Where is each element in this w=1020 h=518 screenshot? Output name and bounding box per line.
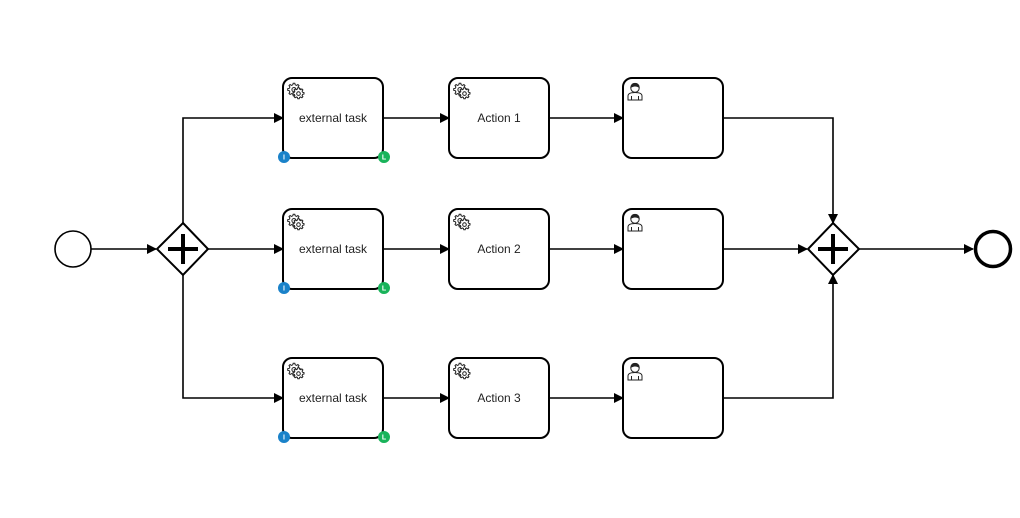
service-task-2[interactable]: external task I L — [278, 208, 390, 294]
action-task-3[interactable]: Action 3 — [448, 357, 550, 439]
user-task-1[interactable] — [622, 77, 724, 159]
user-task-2[interactable] — [622, 208, 724, 290]
info-marker-icon[interactable] — [278, 431, 290, 443]
action-task-2[interactable]: Action 2 — [448, 208, 550, 290]
task-label: Action 2 — [477, 242, 521, 256]
action-task-1[interactable]: Action 1 — [448, 77, 550, 159]
flow-lane1-to-join[interactable] — [723, 117, 838, 224]
link-marker-icon[interactable] — [378, 282, 390, 294]
task-label: Action 3 — [477, 391, 521, 405]
plus-icon — [168, 234, 198, 264]
info-marker-letter: I — [283, 435, 285, 442]
split-gateway[interactable] — [155, 221, 210, 277]
link-marker-icon[interactable] — [378, 431, 390, 443]
task-label: external task — [299, 111, 368, 125]
task-label: external task — [299, 242, 368, 256]
link-marker-letter: L — [382, 286, 387, 293]
link-marker-icon[interactable] — [378, 151, 390, 163]
info-marker-letter: I — [283, 155, 285, 162]
end-event[interactable] — [973, 229, 1013, 269]
flow-split-to-lane1[interactable] — [182, 113, 284, 223]
flow-lane3-to-join[interactable] — [723, 274, 838, 399]
info-marker-icon[interactable] — [278, 151, 290, 163]
user-task-3[interactable] — [622, 357, 724, 439]
task-label: external task — [299, 391, 368, 405]
start-event[interactable] — [54, 230, 92, 268]
sequence-flows — [91, 113, 974, 403]
service-task-1[interactable]: external task I L — [278, 77, 390, 163]
link-marker-letter: L — [382, 155, 387, 162]
info-marker-letter: I — [283, 286, 285, 293]
end-event-circle-icon — [973, 229, 1013, 269]
link-marker-letter: L — [382, 435, 387, 442]
task-label: Action 1 — [477, 111, 521, 125]
flow-split-to-lane3[interactable] — [182, 275, 284, 403]
start-event-circle-icon — [54, 230, 92, 268]
service-task-3[interactable]: external task I L — [278, 357, 390, 443]
info-marker-icon[interactable] — [278, 282, 290, 294]
plus-icon — [818, 234, 848, 264]
join-gateway[interactable] — [806, 221, 861, 277]
